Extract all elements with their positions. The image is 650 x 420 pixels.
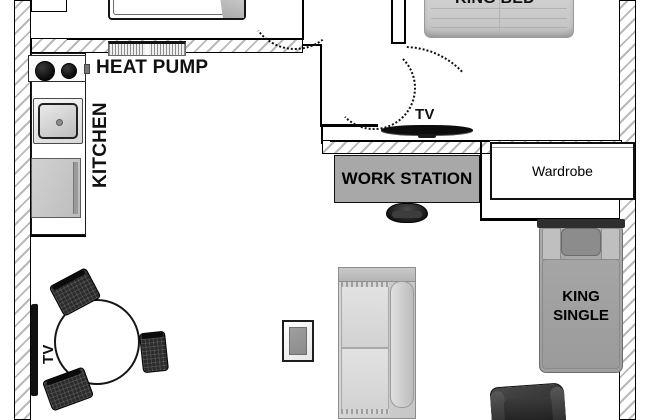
sofa (338, 267, 416, 419)
king-bed-label: KING BED (455, 0, 535, 8)
king-bed (424, 0, 574, 38)
wall-bedroom-left-lower (321, 126, 323, 144)
king-bed-fold-1 (430, 8, 568, 10)
wall-hall-bottom (320, 124, 378, 127)
wall-bedroom-left (404, 0, 406, 44)
bedroom-tv-stand (418, 134, 436, 138)
king-single-label: KING SINGLE (540, 288, 622, 326)
living-tv-label: TV (40, 344, 57, 364)
wall-exterior-right (619, 0, 636, 420)
king-single-pillow (561, 228, 601, 256)
wall-hall-left (320, 44, 322, 126)
sink-drain (55, 118, 63, 126)
king-single-label-line2: SINGLE (553, 306, 609, 324)
refrigerator (31, 158, 81, 218)
wall-hall-right-head (391, 42, 405, 44)
armchair (489, 382, 567, 420)
living-tv (31, 303, 38, 397)
sofa-backrest (339, 268, 415, 282)
wall-bathroom-left (31, 0, 67, 12)
sofa-trim-top (341, 282, 389, 287)
stove-burner-right (61, 63, 77, 79)
wall-workstation-top (330, 140, 490, 142)
king-single-quilt (542, 259, 620, 369)
sofa-cushion-bottom (341, 348, 389, 410)
king-single-side-right (600, 228, 620, 260)
king-bed-fold-2 (430, 17, 568, 19)
bedroom-tv (381, 125, 473, 138)
sofa-cushion-top (341, 286, 389, 348)
bathtub (108, 0, 246, 20)
king-single-label-line1: KING (562, 288, 600, 305)
kitchen-label: KITCHEN (90, 102, 111, 188)
king-bed-seam (499, 0, 500, 33)
kitchen-sink (33, 98, 83, 144)
stove-knob (84, 64, 90, 74)
wall-hall-right-stub (391, 0, 393, 44)
wall-exterior-left (14, 0, 31, 420)
king-bed-fold-3 (430, 26, 568, 28)
door-swing-bedroom-arc (332, 46, 416, 130)
work-station-label: WORK STATION (341, 169, 473, 188)
king-single-headboard (537, 219, 625, 228)
stove-cooktop (28, 55, 86, 82)
desk-chair (386, 203, 428, 223)
wardrobe-label: Wardrobe (532, 163, 593, 179)
armchair-seat (502, 396, 554, 420)
wall-bathroom-right (302, 0, 304, 40)
heat-pump-unit (108, 41, 186, 56)
sofa-armrest (390, 281, 414, 408)
sofa-trim-bottom (341, 409, 389, 414)
king-single-side-left (542, 228, 562, 260)
heat-pump-center-gap (145, 44, 150, 55)
sink-basin (38, 103, 78, 139)
side-table-top (289, 327, 307, 355)
wall-hall-top (303, 44, 322, 46)
wall-bathroom-bottom (67, 38, 303, 40)
wardrobe: Wardrobe (490, 142, 635, 200)
work-station-desk: WORK STATION (334, 155, 480, 203)
heat-pump-label: HEAT PUMP (96, 57, 209, 78)
stove-burner-left (35, 61, 55, 81)
wall-kitchen-bottom (31, 234, 86, 237)
side-table (282, 320, 314, 362)
bedroom-tv-label: TV (415, 106, 435, 123)
dining-chair-right (138, 330, 170, 374)
king-single-bed: KING SINGLE (537, 219, 625, 373)
wall-living-right (480, 142, 482, 220)
